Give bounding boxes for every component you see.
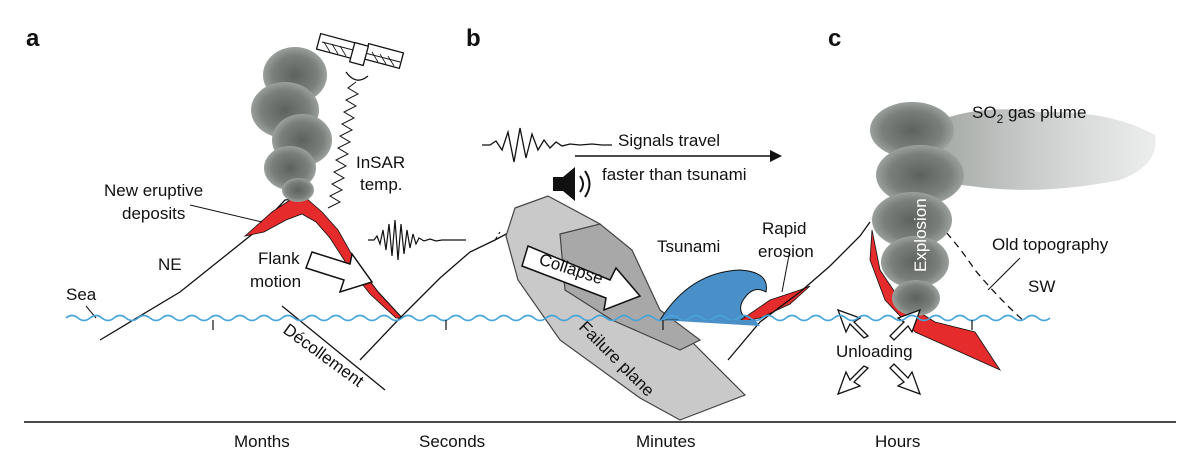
label-insar-2: temp. bbox=[360, 175, 403, 194]
so2-gas-plume bbox=[900, 109, 1156, 190]
speaker-icon bbox=[553, 167, 591, 201]
leader-old-topography bbox=[987, 257, 1021, 291]
panel-label-c: c bbox=[828, 25, 841, 52]
seismic-signal-b bbox=[482, 127, 612, 163]
label-flank-1: Flank bbox=[258, 249, 300, 268]
flank-motion-arrow bbox=[305, 251, 374, 294]
timeline-minutes: Minutes bbox=[636, 432, 696, 451]
label-sw: SW bbox=[1028, 277, 1055, 296]
tsunami-water-fill bbox=[660, 320, 760, 326]
label-rapid-2: erosion bbox=[758, 242, 814, 261]
label-unloading: Unloading bbox=[836, 342, 913, 361]
label-sea: Sea bbox=[66, 285, 97, 304]
label-old-topography: Old topography bbox=[992, 235, 1109, 254]
label-insar-1: InSAR bbox=[356, 153, 405, 172]
sea-level-ticks bbox=[212, 320, 973, 330]
eruption-plume-a bbox=[251, 47, 332, 202]
seismic-signal-a bbox=[368, 219, 466, 261]
label-explosion: Explosion bbox=[911, 198, 930, 272]
failure-surface-b bbox=[494, 231, 501, 241]
explosion-deposit bbox=[869, 229, 1002, 371]
leader-rapid-erosion bbox=[781, 249, 791, 293]
label-new-eruptive-2: deposits bbox=[122, 204, 185, 223]
label-so2-plume: SO2 gas plume bbox=[972, 103, 1086, 126]
leader-new-eruptive bbox=[189, 204, 263, 223]
label-decollement: Décollement bbox=[280, 320, 368, 391]
explosion-column bbox=[870, 102, 964, 316]
satellite-icon bbox=[315, 32, 405, 81]
panel-label-a: a bbox=[26, 25, 40, 52]
label-signals-1: Signals travel bbox=[618, 131, 720, 150]
old-topography-line bbox=[871, 210, 1026, 323]
label-flank-2: motion bbox=[250, 272, 301, 291]
timeline-months: Months bbox=[234, 432, 290, 451]
label-tsunami: Tsunami bbox=[657, 237, 720, 256]
label-new-eruptive-1: New eruptive bbox=[104, 181, 203, 200]
timeline-hours: Hours bbox=[875, 432, 920, 451]
volcano-profile-c bbox=[727, 221, 871, 361]
panel-label-b: b bbox=[466, 25, 481, 52]
label-rapid-1: Rapid bbox=[762, 219, 806, 238]
timeline-seconds: Seconds bbox=[419, 432, 485, 451]
rapid-erosion-deposit bbox=[737, 285, 811, 323]
sea-surface bbox=[65, 314, 1051, 322]
volcano-profile-b bbox=[359, 231, 511, 361]
insar-signal-line bbox=[327, 81, 360, 209]
label-ne: NE bbox=[158, 255, 182, 274]
label-signals-2: faster than tsunami bbox=[602, 165, 747, 184]
collapse-arrow bbox=[521, 244, 642, 312]
